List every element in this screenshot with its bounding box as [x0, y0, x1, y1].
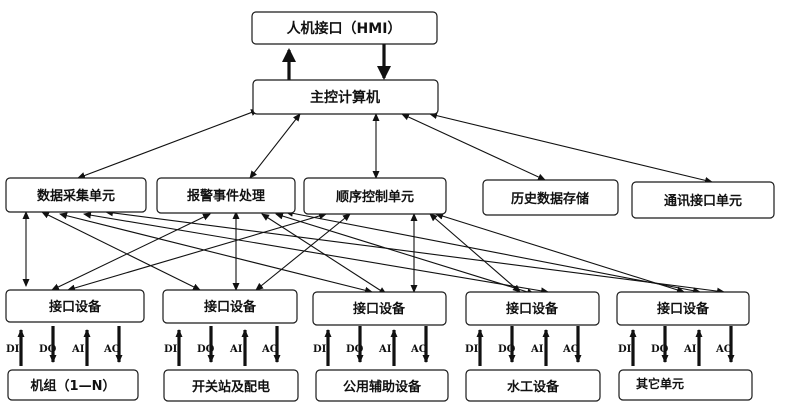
hmi-label: 人机接口（HMI）: [287, 20, 402, 37]
function-unit-communication: 通讯接口单元: [631, 181, 775, 219]
io-label-di: DI: [164, 344, 178, 355]
function-unit-label: 历史数据存储: [511, 191, 589, 207]
io-label-ao: AO: [410, 344, 428, 355]
io-label-ao: AO: [715, 344, 733, 355]
io-label-ao: AO: [562, 344, 580, 355]
io-label-di: DI: [618, 344, 632, 355]
field-unit-label: 开关站及配电: [192, 379, 270, 395]
io-label-do: DO: [197, 344, 215, 355]
field-unit-label: 水工设备: [507, 379, 560, 395]
interface-device-label: 接口设备: [204, 299, 257, 315]
function-unit-data-acquisition: 数据采集单元: [5, 177, 147, 213]
io-label-group: DI DO AI AO DI DO AI AO DI DO AI AO DI DO AI AO DI DO AI AO: [6, 344, 733, 355]
io-label-do: DO: [651, 344, 669, 355]
main-computer-label: 主控计算机: [310, 89, 380, 106]
interface-device-label: 接口设备: [657, 301, 710, 317]
function-unit-label: 通讯接口单元: [664, 193, 742, 209]
link-seq-dev2: [255, 213, 351, 291]
link-alarm-dev1: [51, 213, 211, 291]
function-unit-label: 顺序控制单元: [336, 189, 414, 205]
io-label-di: DI: [6, 344, 20, 355]
main-computer-node: 主控计算机: [252, 79, 439, 115]
link-alarm-dev4: [275, 212, 535, 296]
function-unit-alarm: 报警事件处理: [156, 177, 296, 214]
link-acq-dev2: [41, 211, 201, 291]
io-label-ao: AO: [261, 344, 279, 355]
field-unit-auxiliary: 公用辅助设备: [315, 369, 449, 402]
function-unit-sequence-control: 顺序控制单元: [303, 177, 447, 215]
io-label-ai: AI: [683, 344, 697, 355]
interface-device-2: 接口设备: [162, 289, 298, 324]
io-label-do: DO: [39, 344, 57, 355]
link-acq-dev4: [83, 211, 549, 295]
io-label-ai: AI: [530, 344, 544, 355]
hmi-node: 人机接口（HMI）: [251, 11, 438, 45]
io-label-di: DI: [465, 344, 479, 355]
io-label-ao: AO: [103, 344, 121, 355]
link-alarm-dev5: [285, 209, 701, 295]
field-unit-switchyard: 开关站及配电: [163, 369, 299, 402]
io-label-di: DI: [313, 344, 327, 355]
main-computer-box: [252, 79, 439, 115]
interface-device-label: 接口设备: [353, 301, 406, 317]
link-alarm-dev3: [261, 213, 387, 295]
link-seq-dev5: [435, 212, 685, 294]
function-unit-history: 历史数据存储: [482, 179, 619, 216]
io-label-do: DO: [498, 344, 516, 355]
field-unit-hydraulic: 水工设备: [465, 369, 601, 402]
link-main-alarm: [249, 113, 301, 179]
io-label-ai: AI: [229, 344, 243, 355]
field-unit-label: 机组（1—N）: [31, 378, 116, 394]
interface-device-1: 接口设备: [5, 289, 145, 323]
link-main-data-acq: [77, 109, 259, 179]
field-unit-label: 公用辅助设备: [343, 379, 422, 395]
connector-layer: [17, 44, 735, 366]
function-unit-label: 数据采集单元: [37, 188, 115, 204]
hmi-box: [251, 11, 438, 45]
io-label-ai: AI: [378, 344, 392, 355]
interface-device-label: 接口设备: [49, 299, 102, 315]
interface-device-4: 接口设备: [465, 291, 600, 326]
field-unit-other: 其它单元: [618, 369, 753, 401]
io-label-do: DO: [346, 344, 364, 355]
function-unit-label: 报警事件处理: [187, 188, 265, 204]
link-main-comm: [429, 112, 713, 184]
interface-device-label: 接口设备: [506, 301, 559, 317]
io-arrow-group: [17, 326, 735, 366]
io-label-ai: AI: [71, 344, 85, 355]
node-layer: 人机接口（HMI） 主控计算机 数据采集单元 报警事件处理 顺序控制单元 历史数…: [5, 11, 775, 402]
interface-device-3: 接口设备: [312, 291, 447, 326]
link-main-history: [401, 113, 546, 181]
interface-device-5: 接口设备: [616, 291, 750, 326]
field-unit-generator: 机组（1—N）: [7, 369, 139, 401]
field-unit-label: 其它单元: [636, 376, 684, 391]
